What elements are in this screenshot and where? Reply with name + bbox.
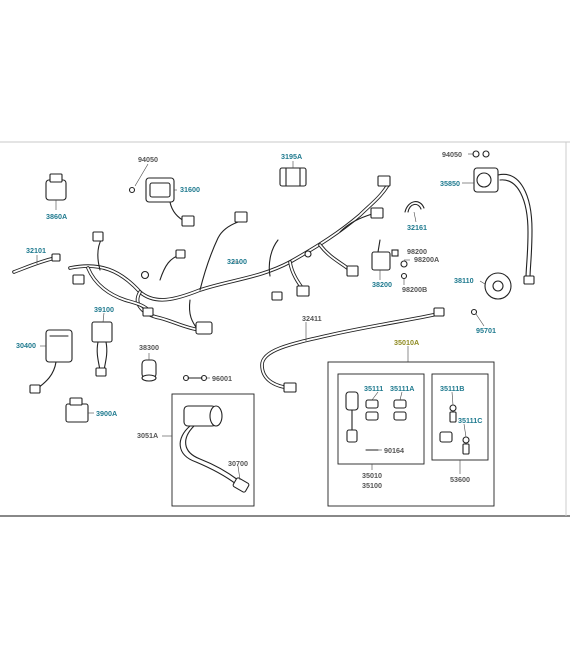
label-98200b: 98200B	[402, 285, 427, 294]
label-31600: 31600	[180, 185, 200, 194]
label-35010: 35010	[362, 471, 382, 480]
label-32161: 32161	[407, 223, 427, 232]
part-38300	[141, 359, 157, 382]
leader-lines	[36, 153, 486, 481]
part-95701	[470, 308, 478, 316]
label-94050: 94050	[138, 155, 158, 164]
label-94050-upper-right: 94050	[442, 150, 462, 159]
label-3051a: 3051A	[137, 431, 158, 440]
part-32411-ground-cable	[260, 307, 445, 393]
label-95701: 95701	[476, 326, 496, 335]
label-98200a: 98200A	[414, 255, 439, 264]
part-32161-clamp	[404, 201, 425, 213]
label-32101: 32101	[26, 246, 46, 255]
label-90164: 90164	[384, 446, 404, 455]
label-35111a: 35111A	[390, 384, 414, 393]
diagram-frame	[0, 141, 570, 517]
part-3195a-relay	[279, 167, 307, 187]
part-3051a-ignition-coil-group	[171, 393, 255, 507]
part-3900a	[65, 397, 89, 423]
label-98200: 98200	[407, 247, 427, 256]
label-35111b: 35111B	[440, 384, 464, 393]
label-35100: 35100	[362, 481, 382, 490]
label-38200: 38200	[372, 280, 392, 289]
part-96001-bolt	[182, 374, 208, 382]
label-32100: 32100	[227, 257, 247, 266]
label-53600: 53600	[450, 475, 470, 484]
label-39100: 39100	[94, 305, 114, 314]
label-35111c: 35111C	[458, 416, 482, 425]
part-38110-horn	[484, 272, 512, 300]
part-35010a-key-switch-set	[327, 346, 495, 507]
label-35850: 35850	[440, 179, 460, 188]
label-30700: 30700	[228, 459, 248, 468]
label-3195a: 3195A	[281, 152, 302, 161]
label-35111: 35111	[364, 384, 383, 393]
part-labels: 94050 3195A 94050 31600 35850 3860A 3216…	[16, 150, 496, 490]
label-3900a: 3900A	[96, 409, 117, 418]
part-30400-cdi	[29, 329, 73, 394]
part-35850-starter-relay	[472, 150, 535, 285]
label-30400: 30400	[16, 341, 36, 350]
part-3860a-fuse-holder	[45, 173, 67, 201]
part-32101-cable	[12, 253, 61, 274]
part-39100	[91, 321, 113, 377]
main-harness	[68, 175, 391, 335]
label-96001: 96001	[212, 374, 232, 383]
label-38110: 38110	[454, 276, 474, 285]
label-3860a: 3860A	[46, 212, 67, 221]
label-32411: 32411	[302, 314, 322, 323]
part-38200-blinker	[371, 239, 408, 280]
label-35010a: 35010A	[394, 338, 419, 347]
label-38300: 38300	[139, 343, 159, 352]
